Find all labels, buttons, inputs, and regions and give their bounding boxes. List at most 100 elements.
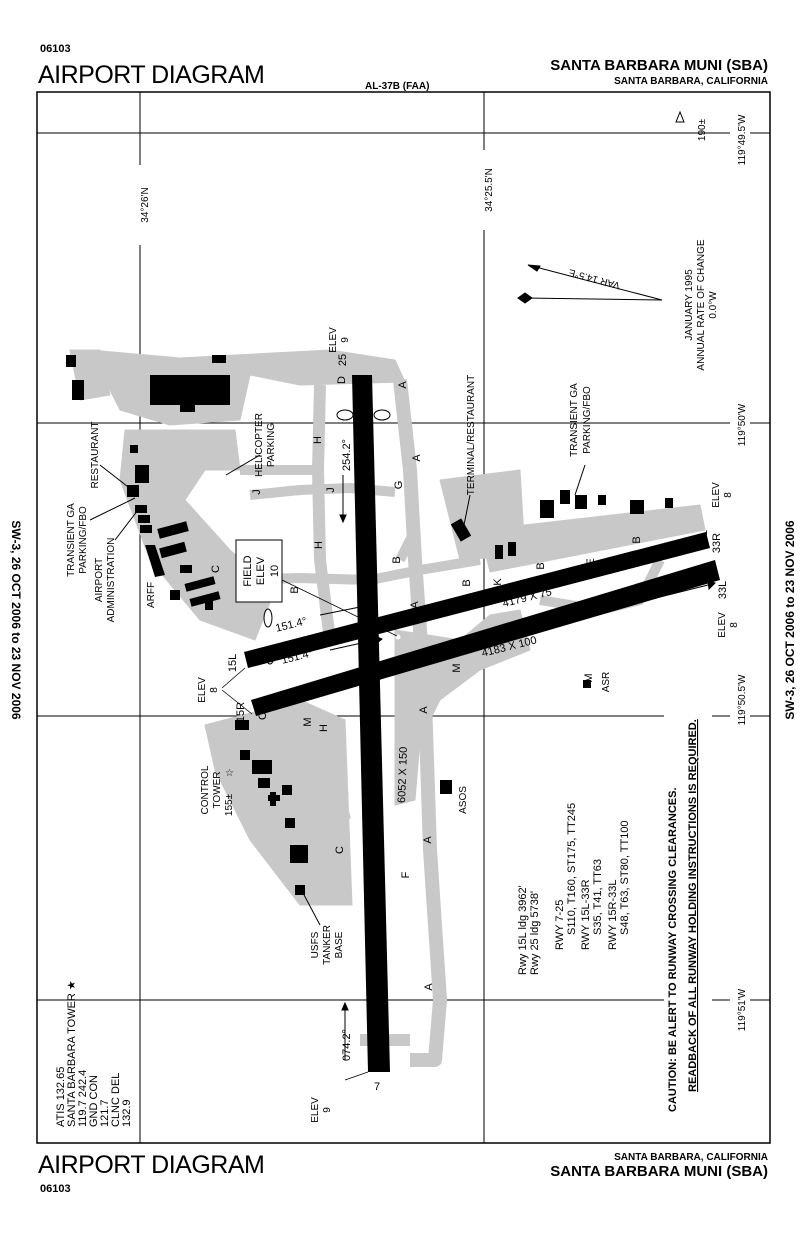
base-label: BASE	[334, 931, 345, 958]
taxiway-label: H	[318, 724, 330, 732]
runway-number-33R: 33R	[711, 533, 723, 553]
taxiways-aprons	[69, 349, 706, 1067]
runway-number-25: 25	[337, 354, 349, 366]
taxiway-label: M	[302, 717, 314, 726]
readback-note: READBACK OF ALL RUNWAY HOLDING INSTRUCTI…	[687, 719, 699, 1092]
taxiway-label: B	[461, 579, 473, 586]
administration-label: ADMINISTRATION	[106, 538, 117, 623]
runway-number-7: 7	[374, 1081, 380, 1093]
caution-note: CAUTION: BE ALERT TO RUNWAY CROSSING CLE…	[667, 787, 679, 1112]
freq-gnd: 121.7	[99, 1099, 111, 1127]
field-elev-value: 10	[269, 565, 281, 577]
footer-chart-id: 06103	[40, 1183, 71, 1195]
runway-strength-label-15L-33R: RWY 15L-33R	[580, 879, 592, 950]
field-elev-label1: FIELD	[242, 555, 254, 586]
freq-clnc-label: CLNC DEL	[110, 1073, 122, 1127]
taxiway-label: L	[698, 530, 710, 536]
heading-arrows	[319, 475, 716, 1060]
runway-strength-15R-33L: S48, T63, ST80, TT100	[619, 820, 631, 935]
footer-airport: SANTA BARBARA MUNI (SBA)	[550, 1163, 768, 1180]
chart-title: AIRPORT DIAGRAM	[38, 61, 264, 89]
elev-value-33L: 8	[729, 622, 740, 628]
runway-number-33L: 33L	[717, 581, 729, 599]
runway-number-15L: 15L	[227, 654, 239, 672]
freq-clnc: 132.9	[121, 1099, 133, 1127]
taxiway-label: B	[391, 556, 403, 563]
helicopter-parking-label: PARKING	[266, 423, 277, 467]
mag-date: JANUARY 1995	[684, 269, 695, 341]
taxiway-label: F	[400, 871, 412, 878]
runway-15R-33L	[251, 560, 720, 716]
usfs-leader	[302, 892, 321, 926]
asr-label: ASR	[601, 672, 612, 693]
validity-right: SW-3, 26 OCT 2006 to 23 NOV 2006	[783, 520, 797, 720]
field-elev-label2: ELEV	[255, 556, 267, 585]
runway-heading-254: 254.2°	[341, 439, 353, 471]
parking-fbo-label-west: PARKING/FBO	[78, 506, 89, 574]
runway-number-15R: 15R	[235, 702, 247, 722]
taxiway-label: B	[535, 562, 547, 569]
freq-gnd-label: GND CON	[88, 1075, 100, 1127]
taxiway-labels: D A H A J G J H B B K B E B A B C E M M …	[210, 376, 719, 991]
elev-leaders	[221, 667, 369, 1081]
tower-height: 155±	[224, 793, 235, 816]
field-elev-leader	[281, 579, 398, 637]
lon-label: 119°51'W	[737, 988, 748, 1031]
elev-label-7: ELEV	[310, 1097, 321, 1123]
runway-heading-074: 074.2°	[341, 1029, 353, 1061]
runway-strength-7-25: S110, T160, ST175, TT245	[566, 803, 578, 935]
ga-west-leader	[89, 497, 136, 521]
airport-label: AIRPORT	[94, 558, 105, 602]
taxiway-label: M	[451, 663, 463, 672]
terminal-label: TERMINAL/RESTAURANT	[466, 375, 477, 495]
runway-strength-label-15R-33L: RWY 15R-33L	[607, 879, 619, 950]
parking-fbo-label-east: PARKING/FBO	[582, 386, 593, 454]
magnetic-variation-arrow	[517, 264, 663, 304]
admin-leader	[114, 509, 139, 541]
transient-ga-label-east: TRANSIENT GA	[569, 383, 580, 457]
tanker-label: TANKER	[322, 925, 333, 965]
freq-tower-label: SANTA BARBARA TOWER ★	[66, 980, 78, 1127]
taxiway-label: C	[210, 565, 222, 573]
frequencies: ATIS 132.65 SANTA BARBARA TOWER ★ 119.7 …	[55, 980, 133, 1127]
runway-strength-15L-33R: S35, T41, TT63	[592, 859, 604, 935]
taxiway-label: K	[492, 578, 504, 586]
landing-distance-15L: Rwy 15L ldg 3962'	[517, 885, 529, 975]
elev-value-7: 9	[322, 1107, 333, 1113]
runway-15L-33R	[244, 532, 710, 668]
runway-strength-label-7-25: RWY 7-25	[554, 900, 566, 950]
taxiway-label: E	[573, 601, 585, 608]
restaurant-leader	[99, 464, 133, 491]
mag-rate-label: ANNUAL RATE OF CHANGE	[696, 239, 707, 370]
runway-heading-151-15L: 151.4°	[274, 615, 308, 634]
taxiway-label: A	[411, 454, 423, 462]
taxiway-label: C	[707, 566, 719, 574]
buildings	[66, 355, 673, 895]
chart-id: 06103	[40, 43, 71, 55]
freq-atis: ATIS 132.65	[55, 1067, 67, 1127]
elev-label-33L: ELEV	[717, 612, 728, 638]
taxiway-label: A	[423, 983, 435, 991]
taxiway-label: J	[325, 487, 337, 493]
mag-rate: 0.0°W	[708, 291, 719, 319]
lat-lon-grid	[37, 92, 770, 1143]
ga-east-leader	[574, 464, 586, 496]
elev-label-25: ELEV	[328, 327, 339, 353]
diagram-frame	[36, 91, 771, 1144]
obstacle-icon	[675, 110, 685, 123]
airport-city: SANTA BARBARA, CALIFORNIA	[614, 76, 768, 87]
procedure-number: AL-37B (FAA)	[365, 81, 429, 92]
obstacle-height: 190±	[697, 118, 708, 141]
field-elev-box	[235, 539, 283, 603]
asos-label: ASOS	[458, 786, 469, 814]
hold-area	[263, 608, 273, 628]
footer-city: SANTA BARBARA, CALIFORNIA	[614, 1152, 768, 1163]
lon-label: 119°50.5'W	[737, 674, 748, 725]
tower-star-icon: ☆	[225, 768, 234, 779]
taxiway-label: A	[418, 706, 430, 714]
taxiway-label: D	[336, 376, 348, 384]
helicopter-label: HELICOPTER	[254, 413, 265, 477]
lat-label: 34°26'N	[140, 187, 151, 222]
terminal-leader	[463, 494, 471, 526]
